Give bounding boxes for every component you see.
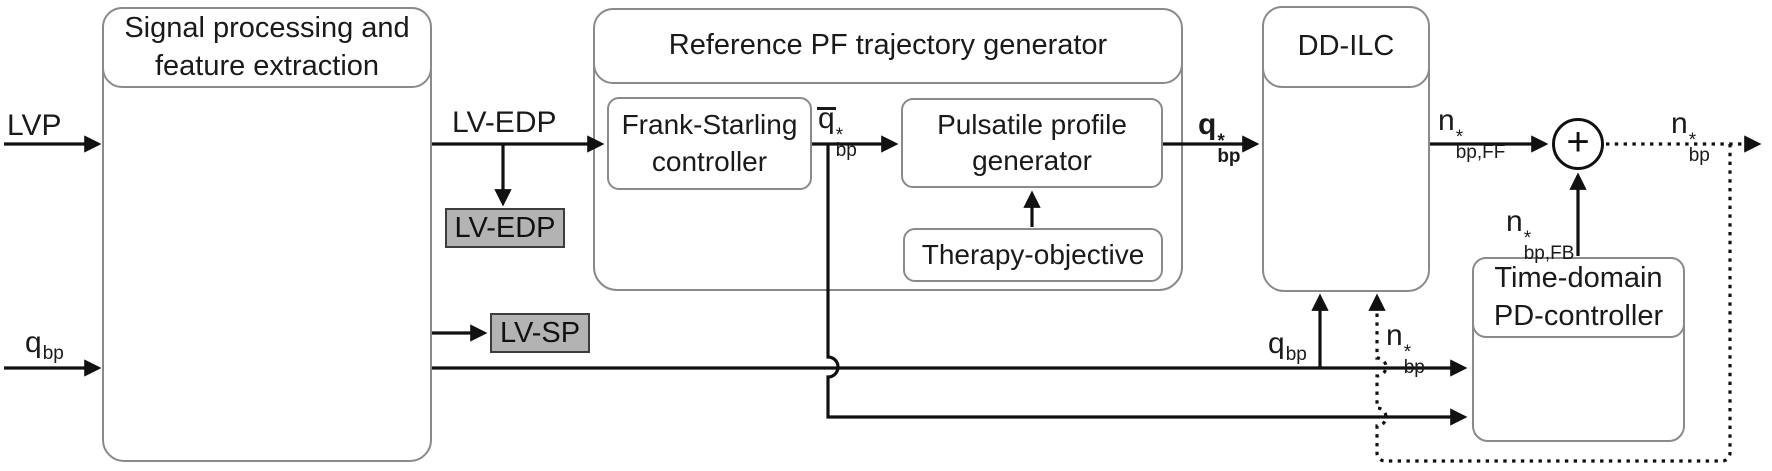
pd-controller-title: Time-domain PD-controller — [1472, 257, 1685, 338]
nff-base: n — [1438, 104, 1455, 137]
reference-title-text: Reference PF trajectory generator — [668, 29, 1108, 62]
nout-base: n — [1671, 107, 1688, 140]
pulsatile-line1: Pulsatile profile — [937, 108, 1127, 140]
qbp-mid-sub: bp — [1285, 344, 1307, 365]
qstar-sup: * — [1217, 131, 1225, 152]
label-qbp-mid: qbp — [1268, 327, 1307, 365]
sum-junction: + — [1552, 118, 1604, 170]
nout-sup: * — [1688, 130, 1697, 151]
lvedp-tag-label: LV-EDP — [454, 211, 556, 244]
frank-line1: Frank-Starling — [621, 109, 798, 141]
frank-starling-box: Frank-Starling controller — [607, 97, 812, 190]
qbar-sub: bp — [835, 139, 857, 161]
label-n-ff: n*bp,FF — [1438, 104, 1506, 163]
pd-title-line2: PD-controller — [1493, 299, 1664, 332]
nff-sub: bp,FF — [1455, 141, 1506, 163]
qbar-sup: * — [835, 125, 844, 146]
frank-line2: controller — [651, 145, 768, 177]
qbar-base: q — [817, 102, 836, 135]
plus-operator: + — [1566, 119, 1590, 164]
signal-title-line2: feature extraction — [154, 49, 380, 82]
ddilc-title: DD-ILC — [1262, 6, 1430, 88]
therapy-objective-box: Therapy-objective — [903, 228, 1163, 282]
nfb-sub: bp,FB — [1523, 242, 1575, 264]
qstar-base: q — [1198, 108, 1217, 141]
lvsp-tag: LV-SP — [490, 313, 590, 353]
label-qstar-ref: q*bp — [1198, 108, 1241, 167]
pd-controller-box: Time-domain PD-controller — [1472, 257, 1685, 442]
pulsatile-line2: generator — [972, 145, 1092, 176]
ddilc-title-text: DD-ILC — [1297, 30, 1395, 63]
nout-sub: bp — [1688, 144, 1710, 166]
lvp-text: LVP — [7, 109, 62, 142]
label-qbar-ref: q*bp — [817, 102, 857, 161]
reference-generator-title: Reference PF trajectory generator — [593, 8, 1183, 84]
pulsatile-generator-box: Pulsatile profile generator — [901, 98, 1163, 188]
nmid-base: n — [1386, 319, 1403, 352]
lvedp-tag: LV-EDP — [445, 208, 565, 248]
lvedp-text: LV-EDP — [452, 106, 557, 139]
signal-processing-title: Signal processing and feature extraction — [102, 7, 432, 88]
qbp-in-base: q — [25, 326, 42, 359]
nff-sup: * — [1455, 127, 1464, 148]
therapy-label: Therapy-objective — [921, 238, 1145, 270]
nfb-base: n — [1506, 205, 1523, 238]
label-lvp: LVP — [7, 111, 61, 141]
label-lvedp: LV-EDP — [452, 108, 557, 138]
qbp-mid-base: q — [1268, 327, 1285, 360]
label-n-mid: n*bp — [1386, 319, 1425, 378]
signal-title-line1: Signal processing and — [124, 12, 410, 45]
qstar-sub: bp — [1217, 145, 1241, 167]
nmid-sub: bp — [1403, 356, 1425, 378]
qbp-in-sub: bp — [42, 343, 64, 364]
ddilc-box: DD-ILC — [1262, 6, 1430, 292]
lvsp-tag-label: LV-SP — [499, 316, 581, 349]
label-n-out: n*bp — [1671, 107, 1710, 166]
label-qbp-input: qbp — [25, 326, 64, 364]
pd-title-line1: Time-domain — [1494, 262, 1663, 295]
label-n-fb: n*bp,FB — [1506, 205, 1575, 264]
signal-processing-box: Signal processing and feature extraction — [102, 7, 432, 462]
